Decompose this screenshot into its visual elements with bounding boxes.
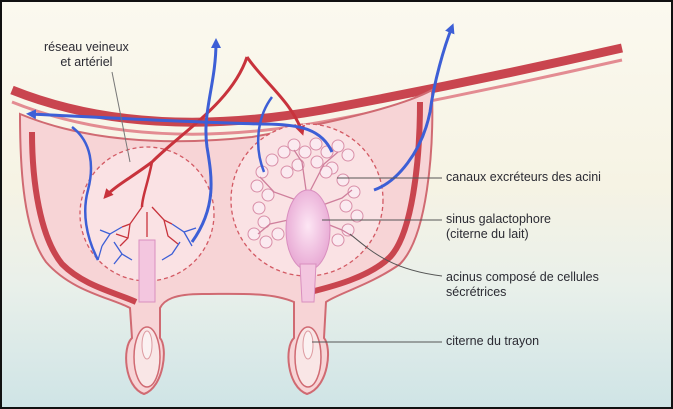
label-milk-sinus-line2: (citerne du lait)	[446, 227, 551, 242]
label-acinus-line1: acinus composé de cellules	[446, 270, 599, 285]
label-excretory-canals-text: canaux excréteurs des acini	[446, 170, 601, 185]
label-vessel-network: réseau veineux et artériel	[44, 40, 129, 70]
label-acinus: acinus composé de cellules sécrétrices	[446, 270, 599, 300]
label-vessel-network-line1: réseau veineux	[44, 40, 129, 55]
label-excretory-canals: canaux excréteurs des acini	[446, 170, 601, 185]
label-acinus-line2: sécrétrices	[446, 285, 599, 300]
label-teat-cistern: citerne du trayon	[446, 334, 539, 349]
label-milk-sinus: sinus galactophore (citerne du lait)	[446, 212, 551, 242]
label-vessel-network-line2: et artériel	[44, 55, 129, 70]
milk-sinus	[286, 190, 330, 270]
label-teat-cistern-text: citerne du trayon	[446, 334, 539, 349]
label-milk-sinus-line1: sinus galactophore	[446, 212, 551, 227]
left-gland-duct	[139, 240, 155, 302]
